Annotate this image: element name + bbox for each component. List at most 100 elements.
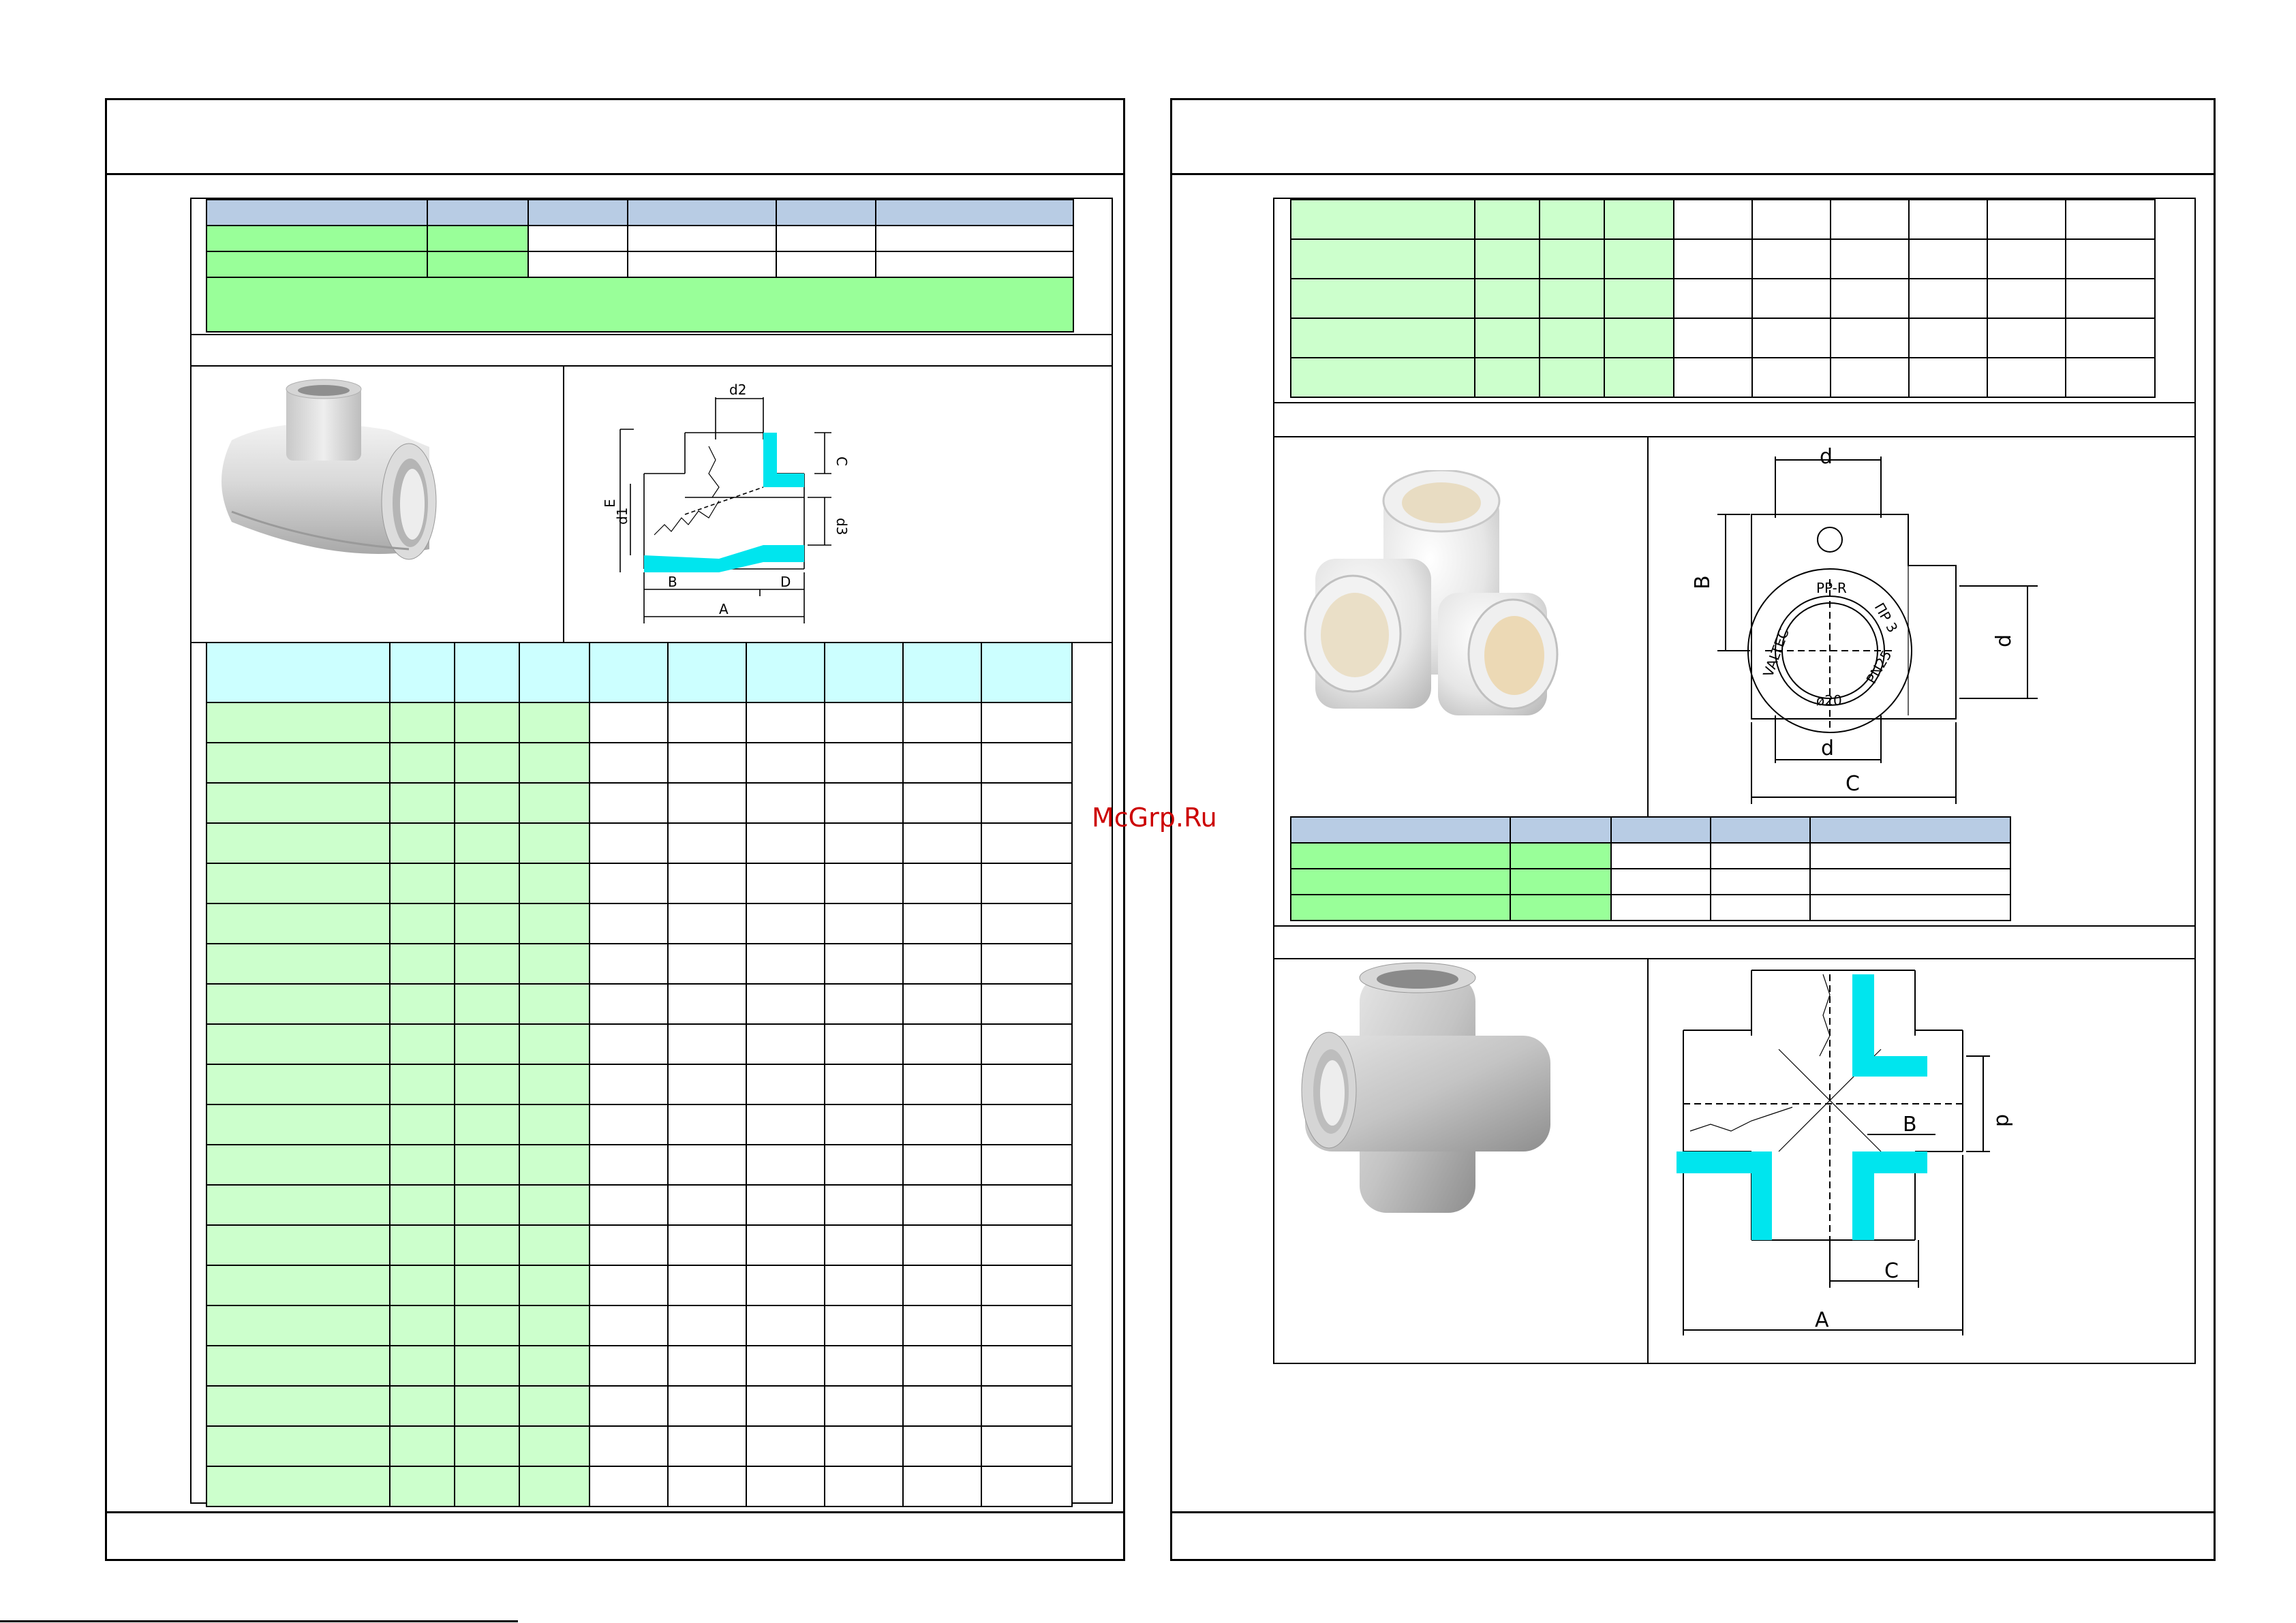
table-cell — [389, 1224, 455, 1266]
table-cell — [589, 863, 669, 904]
table-cell — [746, 742, 825, 784]
table-cell — [824, 863, 904, 904]
table-cell — [206, 983, 391, 1025]
table-cell — [981, 983, 1073, 1025]
table-cell — [902, 742, 982, 784]
label-c: C — [833, 457, 850, 466]
elbow-label-d-right: d — [1992, 634, 2016, 647]
label-b: B — [668, 574, 677, 590]
table-cell — [667, 742, 747, 784]
table-cell — [902, 1265, 982, 1306]
ring-text-pp-r: PP-R — [1816, 580, 1847, 596]
table-cell — [746, 1064, 825, 1105]
table-row — [1290, 238, 2156, 279]
table-cell — [981, 1224, 1073, 1266]
table-cell — [1539, 238, 1605, 279]
table-cell — [1290, 238, 1475, 279]
table-cell — [1673, 278, 1753, 319]
table-cell — [389, 1064, 455, 1105]
table-cell — [1604, 278, 1674, 319]
table-cell — [746, 1345, 825, 1387]
table-row — [206, 1425, 1073, 1467]
table-cell — [389, 1104, 455, 1145]
table-row — [206, 1305, 1073, 1346]
table-cell — [1474, 278, 1540, 319]
table-cell — [667, 1345, 747, 1387]
table-cell — [667, 1385, 747, 1427]
dimension-table-header — [206, 642, 1073, 703]
table-row — [206, 1023, 1073, 1065]
table-cell — [454, 702, 520, 743]
cross-label-b: B — [1903, 1113, 1917, 1137]
table-row — [206, 1265, 1073, 1306]
table-cell — [824, 1385, 904, 1427]
table-cell — [589, 1224, 669, 1266]
left-image-divider — [563, 365, 564, 643]
table-cell — [1474, 199, 1540, 240]
table-cell — [667, 903, 747, 944]
table-cell — [206, 1385, 391, 1427]
table-cell — [824, 903, 904, 944]
table-cell — [981, 1184, 1073, 1226]
cross-fitting-photo — [1301, 962, 1550, 1213]
table-cell — [2065, 318, 2156, 358]
table-cell — [589, 983, 669, 1025]
ring-text-size: ø20 — [1816, 692, 1842, 709]
table-cell — [902, 1305, 982, 1346]
table-cell — [981, 702, 1073, 743]
table-cell — [519, 1425, 590, 1467]
table-cell — [454, 943, 520, 985]
left-header-divider — [105, 173, 1125, 175]
table-cell — [519, 1023, 590, 1065]
table-cell — [454, 1466, 520, 1507]
table-cell — [1290, 199, 1475, 240]
table-cell — [389, 1265, 455, 1306]
table-cell — [454, 1224, 520, 1266]
table-row — [206, 702, 1073, 743]
table-cell — [667, 1104, 747, 1145]
table-cell — [667, 1023, 747, 1065]
ring-text-pn25: PN25 — [1863, 647, 1895, 686]
table-cell — [206, 1064, 391, 1105]
table-cell — [667, 1184, 747, 1226]
table-cell — [902, 1184, 982, 1226]
cross-label-a: A — [1815, 1308, 1829, 1332]
label-a: A — [719, 601, 729, 617]
table-cell — [981, 863, 1073, 904]
table-cell — [206, 863, 391, 904]
table-cell — [902, 782, 982, 824]
table-cell — [824, 1144, 904, 1186]
table-cell — [1673, 357, 1753, 398]
table-cell — [902, 1345, 982, 1387]
table-row — [206, 742, 1073, 784]
table-cell — [589, 1345, 669, 1387]
table-cell — [981, 1265, 1073, 1306]
left-dimension-table — [206, 642, 1073, 1507]
right-image-divider-2 — [1647, 958, 1649, 1364]
right-image-divider-1 — [1647, 436, 1649, 818]
table-cell — [389, 983, 455, 1025]
right-section-divider-3 — [1273, 925, 2196, 927]
table-cell — [824, 943, 904, 985]
table-cell — [667, 943, 747, 985]
table-cell — [746, 1265, 825, 1306]
reducing-tee-photo — [221, 379, 437, 560]
table-cell — [824, 1064, 904, 1105]
table-cell — [746, 1104, 825, 1145]
table-cell — [1987, 199, 2066, 240]
table-cell — [824, 1265, 904, 1306]
table-cell — [667, 983, 747, 1025]
table-cell — [1604, 238, 1674, 279]
three-way-elbow-drawing: d B d d C PP-R ПР 3 VALTEC PN25 ø20 — [1691, 445, 2038, 804]
table-cell — [1604, 199, 1674, 240]
table-row — [206, 863, 1073, 904]
table-cell — [454, 782, 520, 824]
cross-label-c: C — [1884, 1259, 1899, 1283]
table-cell — [2065, 238, 2156, 279]
table-cell — [206, 1265, 391, 1306]
table-cell — [746, 863, 825, 904]
elbow-label-d-bottom: d — [1821, 737, 1834, 760]
table-cell — [1604, 318, 1674, 358]
table-cell — [824, 983, 904, 1025]
table-cell — [667, 822, 747, 864]
